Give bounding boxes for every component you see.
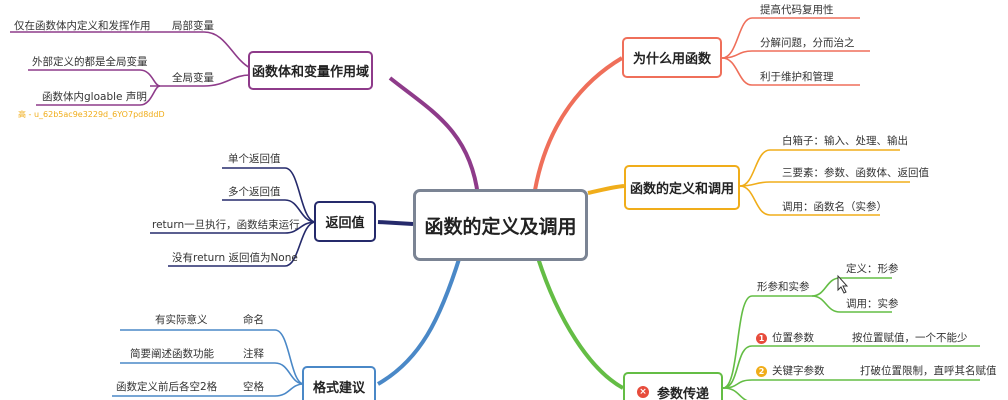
leaf-global-declare: 函数体内gloable 声明 — [42, 91, 147, 103]
leaf-keyword-desc: 打破位置限制，直呼其名赋值 — [860, 365, 997, 377]
label-comment: 注释 — [243, 348, 264, 360]
central-topic[interactable]: 函数的定义及调用 — [413, 189, 588, 261]
leaf-spacing-desc: 函数定义前后各空2格 — [116, 381, 218, 393]
label-formal-actual: 形参和实参 — [757, 281, 810, 293]
leaf-multiple-return: 多个返回值 — [228, 186, 281, 198]
leaf-local-variable-desc: 仅在函数体内定义和发挥作用 — [14, 20, 151, 32]
topic-format-suggestion[interactable]: 格式建议 — [302, 366, 376, 400]
leaf-maintain: 利于维护和管理 — [760, 71, 834, 83]
edge-scope — [388, 76, 480, 197]
params-title: 参数传递 — [657, 386, 710, 400]
leaf-define-formal: 定义：形参 — [846, 263, 899, 275]
edge-params — [536, 257, 624, 390]
topic-scope[interactable]: 函数体和变量作用域 — [248, 51, 373, 90]
leaf-naming-desc: 有实际意义 — [155, 314, 208, 326]
label-naming: 命名 — [243, 314, 264, 326]
topic-why-functions[interactable]: 为什么用函数 — [622, 37, 722, 78]
mouse-cursor-icon — [837, 274, 849, 294]
label-local-variable: 局部变量 — [172, 20, 214, 32]
edge-why — [533, 56, 624, 191]
edge-define — [587, 184, 625, 195]
topic-return-value[interactable]: 返回值 — [314, 201, 376, 242]
leaf-call-actual: 调用：实参 — [846, 298, 899, 310]
label-keyword-param: 关键字参数 — [772, 365, 825, 377]
leaf-single-return: 单个返回值 — [228, 153, 281, 165]
leaf-white-box: 白箱子：输入、处理、输出 — [782, 135, 908, 147]
label-positional-param: 位置参数 — [772, 332, 814, 344]
leaf-divide-conquer: 分解问题，分而治之 — [760, 37, 855, 49]
params-badge-icon: × — [637, 386, 649, 398]
label-global-variable: 全局变量 — [172, 72, 214, 84]
leaf-reuse: 提高代码复用性 — [760, 4, 834, 16]
leaf-call-syntax: 调用：函数名（实参） — [782, 201, 887, 213]
topic-parameter-passing[interactable]: × 参数传递 — [623, 372, 723, 400]
leaf-global-outside: 外部定义的都是全局变量 — [32, 56, 148, 68]
watermark-overlay: 高 - u_62b5ac9e3229d_6YO7pd8ddD — [18, 110, 165, 119]
number-badge-1: 1 — [756, 333, 767, 344]
label-spacing: 空格 — [243, 381, 264, 393]
leaf-positional-desc: 按位置赋值，一个不能少 — [852, 332, 968, 344]
leaf-comment-desc: 简要阐述函数功能 — [130, 348, 214, 360]
edge-style — [377, 255, 462, 386]
number-badge-2: 2 — [756, 366, 767, 377]
edge-returns — [377, 220, 414, 226]
topic-define-and-call[interactable]: 函数的定义和调用 — [624, 165, 740, 210]
leaf-no-return-none: 没有return 返回值为None — [172, 252, 298, 264]
leaf-return-ends: return一旦执行，函数结束运行 — [152, 219, 300, 231]
leaf-three-elements: 三要素：参数、函数体、返回值 — [782, 167, 929, 179]
